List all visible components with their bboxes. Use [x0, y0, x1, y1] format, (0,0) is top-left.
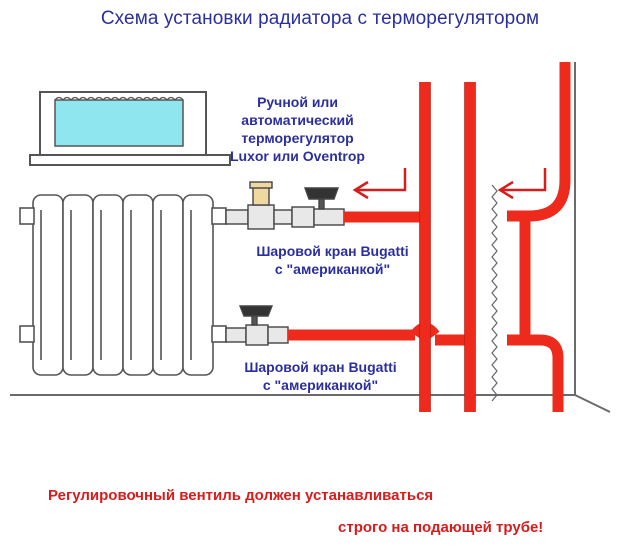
- thermostat-label-line: Luxor или Oventrop: [229, 148, 365, 164]
- ball-valve-top-label-line: с "американкой": [274, 261, 391, 277]
- ball-valve-bottom-label: Шаровой кран Bugatti с "американкой": [228, 358, 413, 394]
- ball-valve-top-label-line: Шаровой кран Bugatti: [256, 243, 409, 259]
- ball-valve-bottom-label-line: Шаровой кран Bugatti: [244, 359, 397, 375]
- thermostat-label: Ручной или автоматический терморегулятор…: [210, 93, 385, 165]
- ball-valve-top: [291, 187, 345, 228]
- warning-note-line2: строго на подающей трубе!: [338, 519, 544, 536]
- warning-note-line1: Регулировочный вентиль должен устанавлив…: [48, 487, 434, 504]
- ball-valve-bottom-label-line: с "американкой": [262, 377, 379, 393]
- thermostat-label-line: терморегулятор: [241, 130, 354, 146]
- pipe-edges: [419, 82, 476, 412]
- thermostat-label-line: Ручной или: [257, 94, 338, 110]
- wall-outline: [10, 62, 611, 413]
- window: [29, 91, 231, 166]
- flow-arrow-left: [352, 168, 407, 200]
- thermostat-label-line: автоматический: [241, 112, 354, 128]
- ball-valve-top-label: Шаровой кран Bugatti с "американкой": [240, 242, 425, 278]
- break-line: [491, 184, 498, 402]
- thermostat-valve: [225, 181, 293, 230]
- diagram-title: Схема установки радиатора с терморегулят…: [100, 8, 540, 29]
- flow-arrow-right: [497, 168, 547, 200]
- radiator: [19, 194, 227, 376]
- ball-valve-bottom: [225, 305, 289, 346]
